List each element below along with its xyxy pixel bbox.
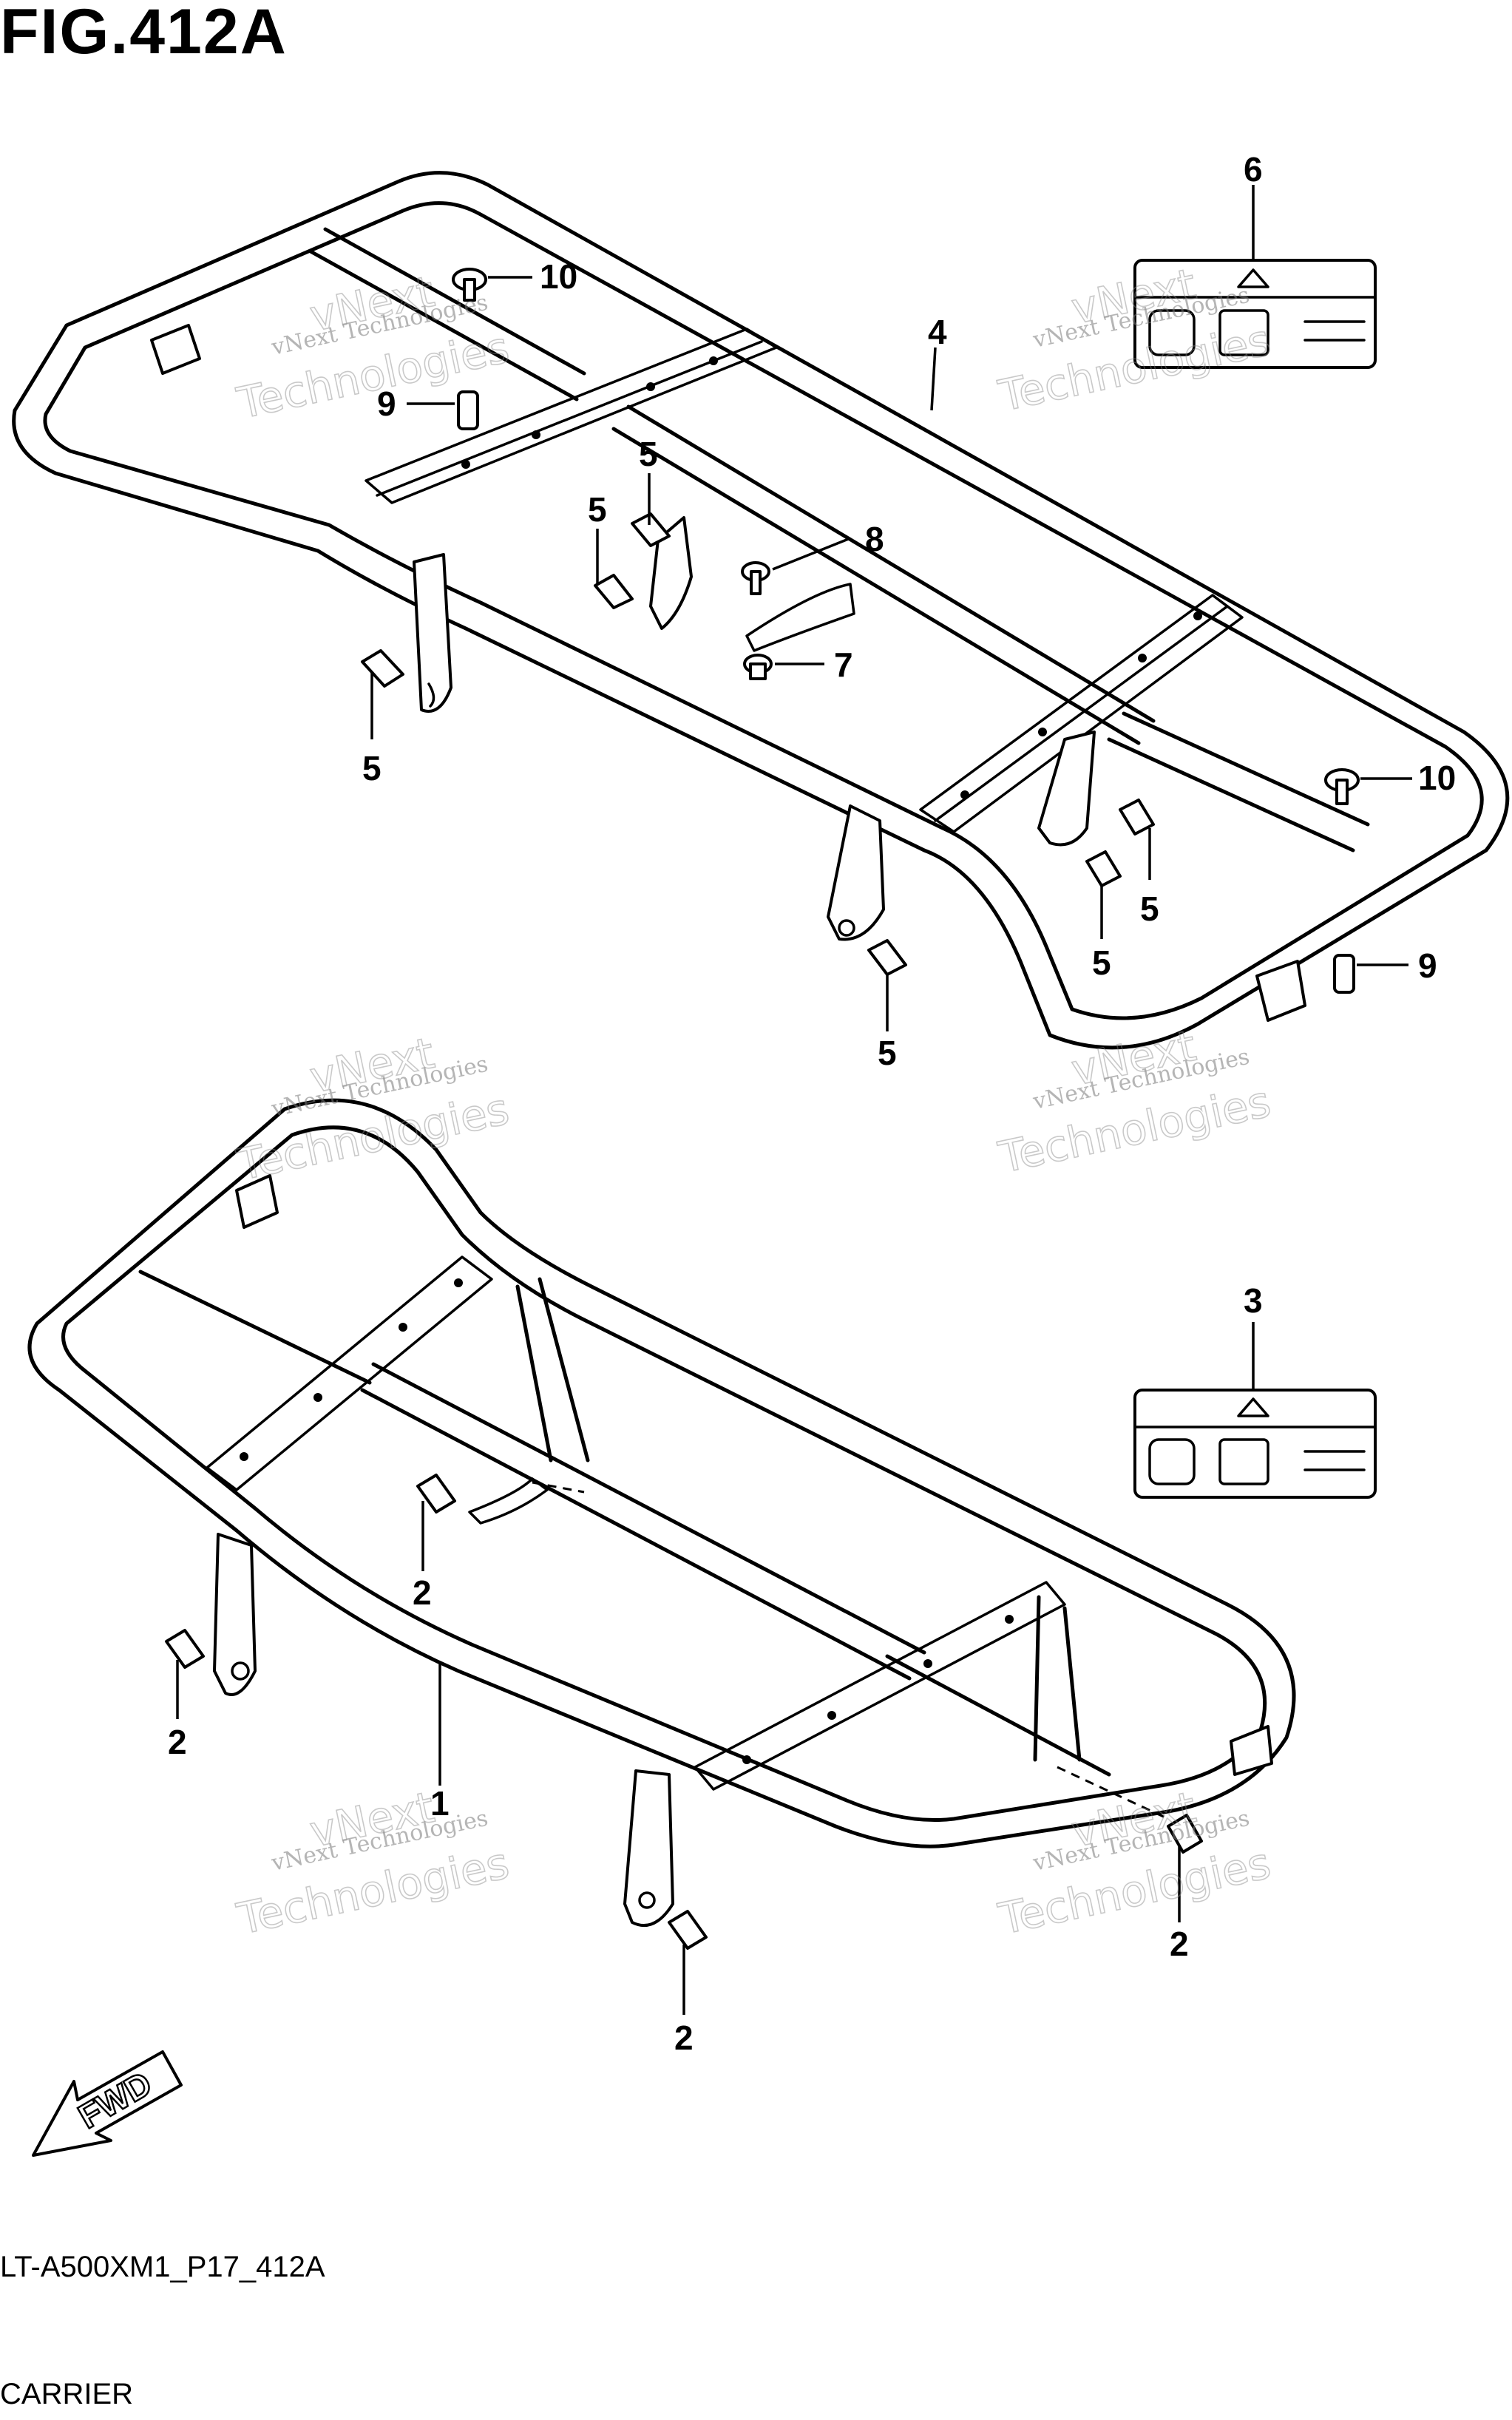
watermarks: vNext Technologies Technologies vNext vN… [232,258,1275,1945]
front-fasteners [165,1474,1203,1950]
model-code: LT-A500XM1_P17_412A [0,2251,325,2283]
fwd-arrow: FWD [32,2050,183,2157]
callout-2-c: 2 [1170,1925,1189,1963]
section-name: CARRIER [0,2378,134,2410]
callout-6: 6 [1244,150,1263,189]
warning-label-rear [1133,1389,1377,1499]
front-leaders [176,1322,1255,2015]
callout-9-top: 9 [377,384,396,423]
callout-2-b: 2 [168,1723,187,1761]
callout-5-f: 5 [878,1034,897,1072]
callouts: 10 9 4 6 5 5 8 7 5 10 5 5 9 5 3 2 2 1 2 … [168,150,1456,2057]
callout-5-e: 5 [1092,943,1111,982]
figure-title: FIG.412A [0,0,288,67]
callout-2-d: 2 [674,2019,694,2057]
callout-1: 1 [430,1784,450,1823]
callout-7: 7 [834,645,853,684]
callout-9-bottom: 9 [1418,946,1437,985]
rear-fasteners [361,268,1360,994]
front-carrier[interactable] [27,1098,1296,1927]
callout-8: 8 [865,520,884,558]
rear-leaders [370,185,1412,1031]
callout-3: 3 [1244,1281,1263,1320]
callout-5-c: 5 [362,749,382,787]
callout-5-a: 5 [639,435,658,473]
callout-5-d: 5 [1140,889,1159,928]
callout-4: 4 [928,313,947,351]
callout-5-b: 5 [588,490,607,529]
callout-2-a: 2 [413,1573,432,1612]
callout-10-bottom: 10 [1418,759,1456,797]
callout-10-top: 10 [540,257,577,296]
warning-label-front [1133,259,1377,369]
rear-carrier[interactable] [12,171,1510,1050]
